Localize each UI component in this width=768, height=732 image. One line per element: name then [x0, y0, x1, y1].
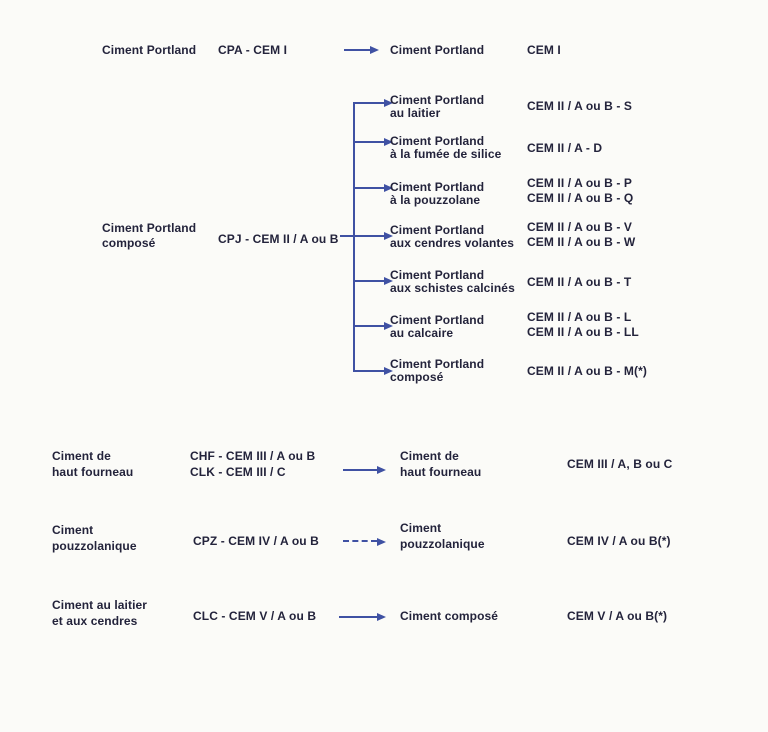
- old-name-line2: et aux cendres: [52, 614, 138, 628]
- arrow-shaft: [344, 49, 371, 51]
- arrow-shaft-dashed: [343, 540, 377, 542]
- branch-name-line2: au calcaire: [390, 326, 454, 340]
- old-code-label: CPZ - CEM IV / A ou B: [193, 534, 319, 548]
- cpj-code-label: CPJ - CEM II / A ou B: [218, 232, 339, 246]
- old-code-label: CLK - CEM III / C: [190, 465, 286, 479]
- old-code-label: CPA - CEM I: [218, 43, 288, 57]
- old-name-line1: Ciment de: [52, 449, 111, 463]
- branch-name-line2: aux schistes calcinés: [390, 281, 515, 295]
- branch-name-line1: Ciment Portland: [390, 313, 485, 327]
- branch-code-label: CEM II / A - D: [527, 141, 603, 155]
- new-code-label: CEM I: [527, 43, 561, 57]
- old-code-label: CLC - CEM V / A ou B: [193, 609, 317, 623]
- cpj-name-line1: Ciment Portland: [102, 221, 197, 235]
- new-name-line1: Ciment de: [400, 449, 459, 463]
- branch-arrow-head-icon: [384, 99, 393, 107]
- arrow-shaft: [343, 469, 377, 471]
- cpj-arrow-shaft: [340, 235, 384, 237]
- branch-arrow-head-icon: [384, 277, 393, 285]
- branch-code-label: CEM II / A ou B - LL: [527, 325, 639, 339]
- branch-name-line2: à la fumée de silice: [390, 147, 502, 161]
- cpj-name-line2: composé: [102, 236, 156, 250]
- arrow-head-icon: [377, 466, 386, 474]
- new-name-label: Ciment Portland: [390, 43, 485, 57]
- new-code-label: CEM III / A, B ou C: [567, 457, 673, 471]
- branch-arrow-shaft: [353, 102, 384, 104]
- branch-arrow-head-icon: [384, 322, 393, 330]
- arrow-head-icon: [377, 538, 386, 546]
- branch-arrow-shaft: [353, 187, 384, 189]
- new-name-line2: haut fourneau: [400, 465, 482, 479]
- branch-arrow-shaft: [353, 325, 384, 327]
- branch-name-line1: Ciment Portland: [390, 93, 485, 107]
- branch-arrow-head-icon: [384, 367, 393, 375]
- branch-name-line2: à la pouzzolane: [390, 193, 481, 207]
- branch-code-label: CEM II / A ou B - Q: [527, 191, 634, 205]
- old-name-line2: haut fourneau: [52, 465, 134, 479]
- old-name-line1: Ciment: [52, 523, 94, 537]
- branch-name-line1: Ciment Portland: [390, 180, 485, 194]
- arrow-shaft: [339, 616, 377, 618]
- branch-name-line1: Ciment Portland: [390, 268, 485, 282]
- branch-name-line1: Ciment Portland: [390, 223, 485, 237]
- branch-code-label: CEM II / A ou B - W: [527, 235, 636, 249]
- branch-code-label: CEM II / A ou B - V: [527, 220, 633, 234]
- new-name-line2: pouzzolanique: [400, 537, 485, 551]
- branch-code-label: CEM II / A ou B - T: [527, 275, 632, 289]
- branch-arrow-head-icon: [384, 184, 393, 192]
- old-name-label: Ciment Portland: [102, 43, 197, 57]
- old-name-line1: Ciment au laitier: [52, 598, 148, 612]
- cpj-arrow-head-icon: [384, 232, 393, 240]
- branch-name-line2: aux cendres volantes: [390, 236, 515, 250]
- branch-arrow-shaft: [353, 280, 384, 282]
- arrow-head-icon: [370, 46, 379, 54]
- branch-name-line1: Ciment Portland: [390, 357, 485, 371]
- branch-code-label: CEM II / A ou B - L: [527, 310, 632, 324]
- branch-arrow-shaft: [353, 141, 384, 143]
- branch-code-label: CEM II / A ou B - S: [527, 99, 633, 113]
- new-name-line1: Ciment: [400, 521, 442, 535]
- old-code-label: CHF - CEM III / A ou B: [190, 449, 316, 463]
- new-code-label: CEM IV / A ou B(*): [567, 534, 671, 548]
- branch-trunk-line: [353, 102, 355, 372]
- new-code-label: CEM V / A ou B(*): [567, 609, 668, 623]
- branch-name-line2: composé: [390, 370, 444, 384]
- branch-arrow-shaft: [353, 370, 384, 372]
- old-name-line2: pouzzolanique: [52, 539, 137, 553]
- branch-name-line1: Ciment Portland: [390, 134, 485, 148]
- branch-code-label: CEM II / A ou B - M(*): [527, 364, 647, 378]
- branch-arrow-head-icon: [384, 138, 393, 146]
- arrow-head-icon: [377, 613, 386, 621]
- branch-name-line2: au laitier: [390, 106, 441, 120]
- branch-code-label: CEM II / A ou B - P: [527, 176, 633, 190]
- new-name-line1: Ciment composé: [400, 609, 499, 623]
